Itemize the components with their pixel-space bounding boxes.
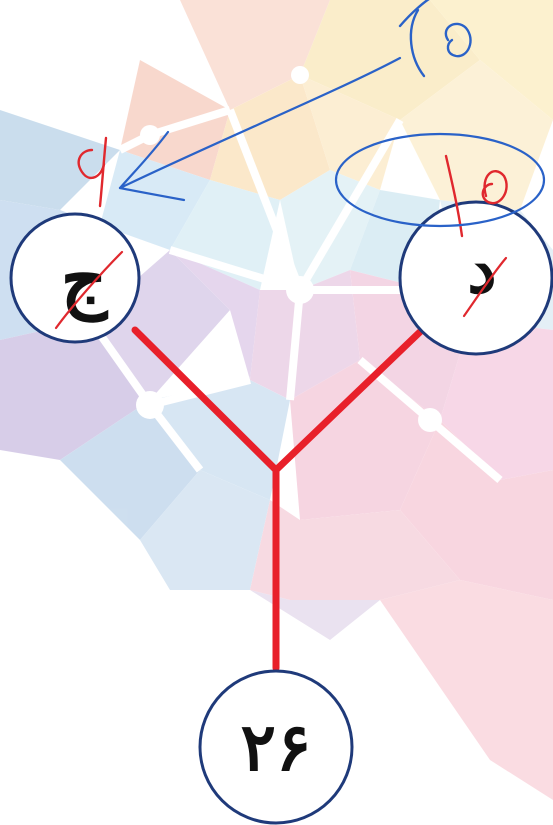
background-mosaic <box>0 0 553 800</box>
handwritten-arrow <box>118 56 402 202</box>
node-bottom-label: ۲۶ <box>241 708 312 786</box>
strike-left <box>54 250 124 330</box>
branch-left <box>131 326 280 474</box>
strike-marks <box>54 250 508 330</box>
node-top-left: ج <box>9 212 141 344</box>
handwritten-annotations <box>77 0 546 238</box>
handwritten-ellipse <box>334 132 546 228</box>
node-top-right-label: د <box>467 230 496 308</box>
handwritten-left-value <box>77 136 108 208</box>
strike-right <box>462 256 508 318</box>
bond-branches <box>131 326 426 672</box>
branch-right <box>272 326 426 474</box>
node-top-right: د <box>398 200 553 356</box>
node-bottom: ۲۶ <box>198 669 354 825</box>
node-top-left-label: ج <box>61 236 109 323</box>
handwritten-top-value <box>398 0 472 78</box>
handwritten-right-value <box>444 154 508 238</box>
